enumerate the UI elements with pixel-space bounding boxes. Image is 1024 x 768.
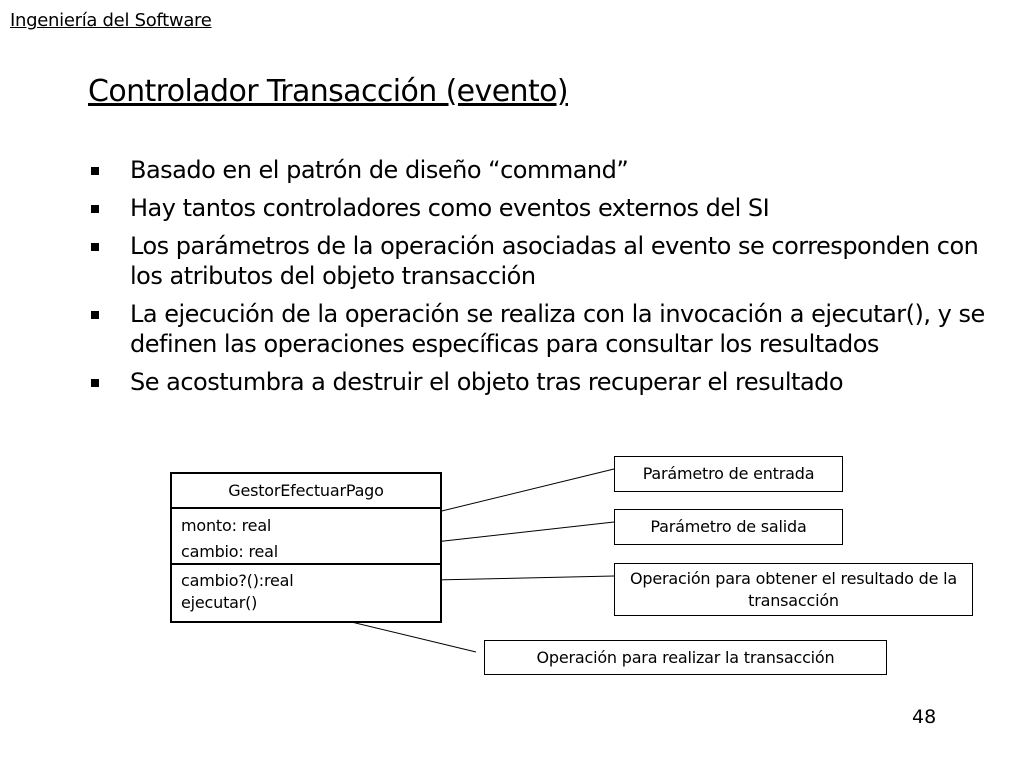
uml-attribute: monto: real — [181, 516, 272, 535]
uml-class-box: GestorEfectuarPago monto: real cambio: r… — [170, 472, 442, 623]
uml-operation: cambio?():real — [181, 571, 294, 590]
bullet-text: Los parámetros de la operación asociadas… — [130, 232, 979, 290]
page-number: 48 — [912, 706, 937, 728]
uml-class-name: GestorEfectuarPago — [172, 474, 440, 509]
bullet-item: Hay tantos controladores como eventos ex… — [90, 193, 990, 223]
connector-input-param — [412, 468, 615, 519]
square-bullet-icon — [91, 311, 99, 319]
bullet-text: Basado en el patrón de diseño “command” — [130, 156, 629, 184]
square-bullet-icon — [91, 243, 99, 251]
square-bullet-icon — [91, 167, 99, 175]
connector-output-param — [416, 521, 615, 545]
note-execute: Operación para realizar la transacción — [484, 640, 887, 675]
bullet-text: Se acostumbra a destruir el objeto tras … — [130, 368, 844, 396]
square-bullet-icon — [91, 205, 99, 213]
bullet-item: Basado en el patrón de diseño “command” — [90, 155, 990, 185]
note-get-result: Operación para obtener el resultado de l… — [614, 563, 973, 616]
note-input-param: Parámetro de entrada — [614, 456, 843, 492]
bullet-text: La ejecución de la operación se realiza … — [130, 300, 985, 358]
square-bullet-icon — [91, 379, 99, 387]
slide-title: Controlador Transacción (evento) — [88, 74, 569, 109]
note-output-param: Parámetro de salida — [614, 509, 843, 545]
uml-operation: ejecutar() — [181, 593, 258, 612]
uml-operations: cambio?():real ejecutar() — [172, 565, 440, 614]
uml-attribute: cambio: real — [181, 542, 278, 561]
bullet-item: Los parámetros de la operación asociadas… — [90, 231, 990, 291]
uml-attributes: monto: real cambio: real — [172, 509, 440, 565]
course-header: Ingeniería del Software — [10, 10, 212, 31]
bullet-text: Hay tantos controladores como eventos ex… — [130, 194, 770, 222]
bullet-item: La ejecución de la operación se realiza … — [90, 299, 990, 359]
bullet-list: Basado en el patrón de diseño “command” … — [90, 155, 990, 405]
bullet-item: Se acostumbra a destruir el objeto tras … — [90, 367, 990, 397]
